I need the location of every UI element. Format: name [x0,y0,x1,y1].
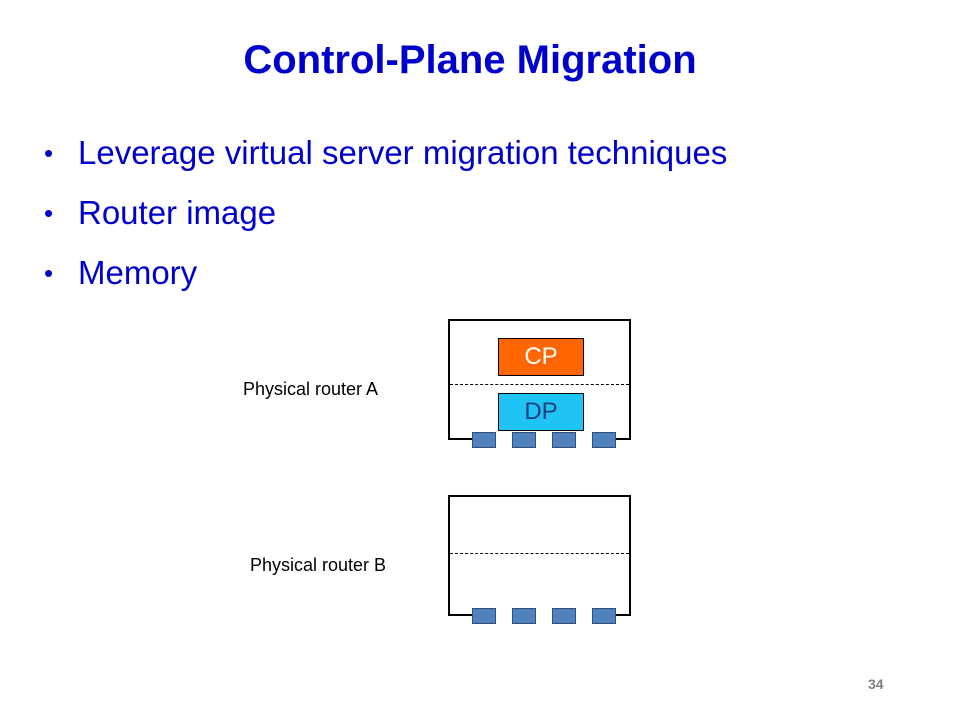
plane-divider [450,384,629,385]
router-b-label: Physical router B [250,555,387,575]
plane-divider [450,553,629,554]
router-b-base [448,614,631,616]
bullet-list: • Leverage virtual server migration techn… [44,128,727,308]
bullet-dot: • [44,198,54,228]
router-a-box [448,319,631,438]
bullet-text: Router image [78,194,277,231]
bullet-dot: • [44,138,54,168]
bullet-dot: • [44,258,54,288]
bullet-item: • Router image [44,188,727,248]
router-b-port [592,608,616,624]
control-plane-box: CP [498,338,584,376]
router-b-port [512,608,536,624]
bullet-item: • Leverage virtual server migration techn… [44,128,727,188]
bullet-item: • Memory [44,248,727,308]
router-a-port [472,432,496,448]
router-b-port [552,608,576,624]
bullet-text: Memory [78,254,198,291]
router-a-port [592,432,616,448]
router-a-port [512,432,536,448]
page-number: 34 [868,676,884,692]
router-a-port [552,432,576,448]
slide-title: Control-Plane Migration [243,38,697,82]
router-a-base [448,438,631,440]
bullet-text: Leverage virtual server migration techni… [78,134,728,171]
router-b-port [472,608,496,624]
router-a-label: Physical router A [243,379,379,399]
data-plane-box: DP [498,393,584,431]
router-b-box [448,495,631,614]
